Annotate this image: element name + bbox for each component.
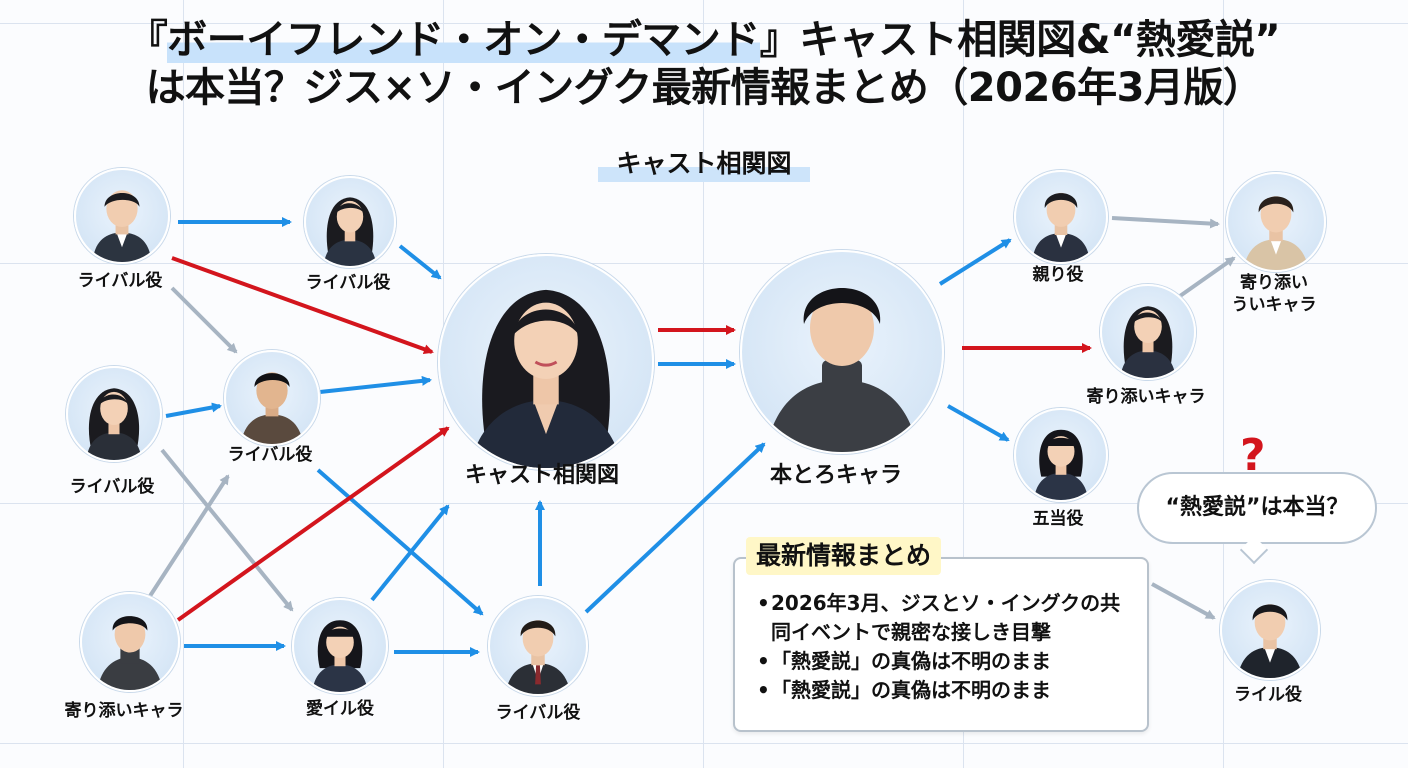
avatar-male bbox=[1220, 580, 1320, 680]
avatar-male bbox=[1226, 172, 1326, 272]
arrow-n6-center bbox=[370, 504, 450, 602]
rumor-bubble: “熱愛説”は本当？ bbox=[1137, 472, 1377, 544]
info-item: 「熱愛説」の真偽は不明のまま bbox=[757, 676, 1137, 705]
arrow-male-r1 bbox=[938, 238, 1012, 286]
avatar-male-lead bbox=[740, 250, 944, 454]
avatar-female bbox=[292, 598, 388, 694]
arrow-r1-r2 bbox=[1111, 216, 1220, 229]
avatar-female bbox=[304, 176, 396, 268]
arrow-n2-center bbox=[398, 244, 442, 280]
title-line-1: 『ボーイフレンド・オン・デマンド』キャスト相関図&“熱愛説” bbox=[127, 17, 1281, 63]
avatar-male bbox=[488, 596, 588, 696]
info-item: 「熱愛説」の真偽は不明のまま bbox=[757, 647, 1137, 676]
question-mark-icon: ? bbox=[1240, 430, 1266, 481]
avatar-female bbox=[66, 366, 162, 462]
avatar-female bbox=[1100, 284, 1196, 380]
avatar-male bbox=[1014, 170, 1108, 264]
arrow-n5-n3 bbox=[148, 474, 230, 598]
arrow-n4-n6 bbox=[160, 448, 294, 612]
diagram-heading: キャスト相関図 bbox=[598, 146, 810, 182]
info-box-title: 最新情報まとめ bbox=[746, 537, 942, 575]
arrow-info-r5 bbox=[1151, 582, 1216, 620]
avatar-male bbox=[80, 592, 180, 692]
arrow-n5-center bbox=[176, 426, 450, 622]
title-highlight: ボーイフレンド・オン・デマンド bbox=[167, 17, 760, 63]
arrow-n3-center bbox=[319, 375, 432, 394]
arrow-r3-r2 bbox=[1178, 256, 1236, 298]
info-list: 2026年3月、ジスとソ・イングクの共同イベントで親密な接しき目撃 「熱愛説」の… bbox=[757, 589, 1137, 705]
arrow-n1-n3 bbox=[170, 286, 238, 354]
arrow-male-r4 bbox=[947, 404, 1010, 442]
arrow-n3-n7 bbox=[316, 468, 484, 616]
page-title: 『ボーイフレンド・オン・デマンド』キャスト相関図&“熱愛説” は本当？ジス×ソ・… bbox=[0, 16, 1408, 112]
avatar-male bbox=[224, 350, 320, 446]
arrow-n4-n3 bbox=[165, 402, 222, 418]
avatar-female bbox=[1014, 408, 1108, 502]
arrow-n7-center-male bbox=[584, 442, 766, 614]
avatar-female-lead bbox=[438, 254, 654, 470]
avatar-male bbox=[74, 168, 170, 264]
info-item: 2026年3月、ジスとソ・イングクの共同イベントで親密な接しき目撃 bbox=[757, 589, 1137, 647]
latest-info-box: 2026年3月、ジスとソ・イングクの共同イベントで親密な接しき目撃 「熱愛説」の… bbox=[733, 557, 1149, 732]
title-line-2: は本当？ジス×ソ・イングク最新情報まとめ（2026年3月版） bbox=[145, 65, 1263, 111]
arrow-n1-center bbox=[171, 256, 434, 354]
